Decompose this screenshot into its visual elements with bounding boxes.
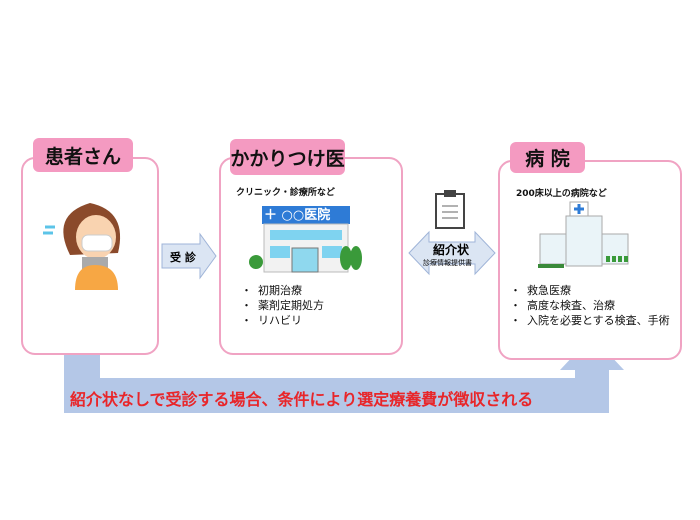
patient-title: 患者さん (33, 138, 133, 172)
referral-sublabel: 診療情報提供書 (423, 259, 472, 267)
referral-label: 紹介状 (433, 243, 470, 257)
list-item: リハビリ (241, 313, 324, 328)
visit-arrow (161, 232, 217, 280)
list-item: 高度な検査、治療 (510, 298, 670, 313)
hospital-subtitle: 200床以上の病院など (516, 189, 607, 199)
hospital-title: 病 院 (510, 142, 585, 173)
sick-patient-illustration (43, 203, 121, 290)
list-item: 救急医療 (510, 283, 670, 298)
clinic-title: かかりつけ医 (230, 139, 345, 175)
no-referral-fee-note: 紹介状なしで受診する場合、条件により選定療養費が徴収される (70, 390, 534, 409)
clinic-building-illustration (249, 206, 362, 273)
hospital-building-illustration (538, 201, 629, 268)
clinic-sign: ＋ ○○医院 (264, 208, 331, 223)
hospital-services-list: 救急医療 高度な検査、治療 入院を必要とする検査、手術 (510, 283, 670, 328)
list-item: 初期治療 (241, 283, 324, 298)
clinic-services-list: 初期治療 薬剤定期処方 リハビリ (241, 283, 324, 328)
clinic-subtitle: クリニック・診療所など (236, 188, 335, 198)
list-item: 薬剤定期処方 (241, 298, 324, 313)
clipboard-icon (435, 190, 465, 229)
referral-double-arrow (408, 230, 496, 276)
list-item: 入院を必要とする検査、手術 (510, 313, 670, 328)
visit-label: 受 診 (170, 251, 196, 264)
